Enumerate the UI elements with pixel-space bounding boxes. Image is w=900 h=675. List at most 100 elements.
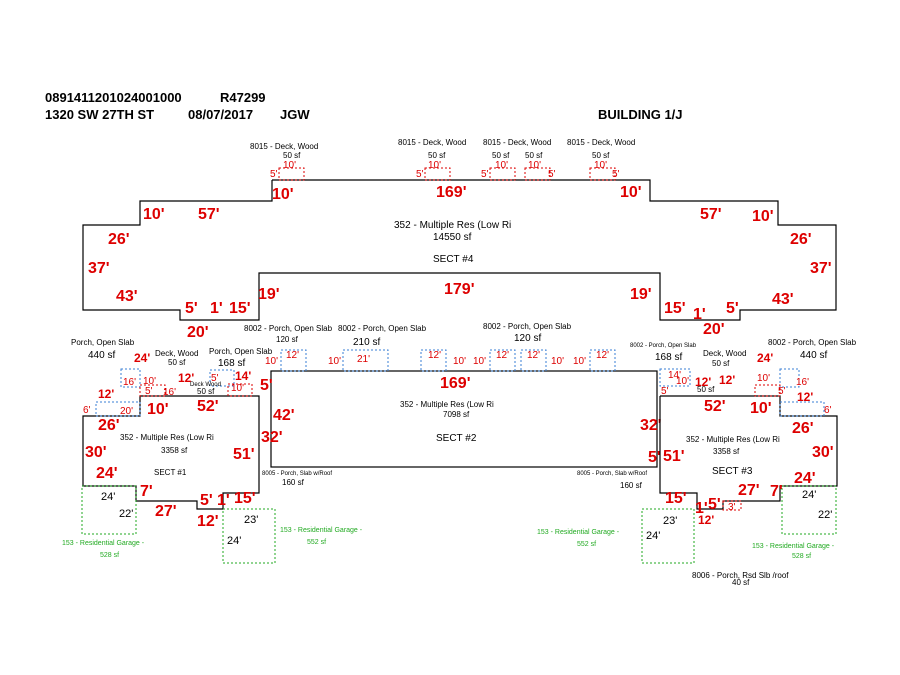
porch-mid-1-label: 8002 - Porch, Open Slab: [244, 324, 333, 333]
svg-text:52': 52': [704, 398, 726, 415]
dim-s4-bot-l20: 20': [187, 324, 209, 341]
svg-text:30': 30': [812, 444, 834, 461]
garage-left-2: [222, 508, 276, 564]
appraiser-initials: JGW: [280, 107, 310, 122]
dim-s2-r5: 5': [648, 449, 661, 466]
svg-text:10': 10': [594, 160, 607, 171]
s1-name: SECT #1: [154, 468, 187, 477]
porch-mid-2-area: 210 sf: [353, 337, 380, 348]
section-1-outline: [82, 395, 260, 510]
svg-text:27': 27': [155, 503, 177, 520]
svg-text:24': 24': [794, 470, 816, 487]
dim-s4-bot-l5: 5': [185, 300, 198, 317]
account-number: R47299: [220, 90, 266, 105]
section-2-outline: [270, 370, 658, 468]
svg-text:10': 10': [757, 373, 770, 384]
right-porch-area: 440 sf: [800, 350, 827, 361]
left-deck-area: 50 sf: [168, 358, 186, 367]
garage-right-2: [781, 485, 837, 535]
svg-text:24': 24': [802, 489, 816, 501]
svg-text:10': 10': [551, 356, 564, 367]
left-garage2-area: 552 sf: [307, 539, 326, 546]
porch-mid-1-area: 120 sf: [276, 335, 299, 344]
svg-text:10': 10': [328, 356, 341, 367]
dim-s4-bot-l1: 1': [210, 300, 223, 317]
deck-top-3-label: 8015 - Deck, Wood: [483, 138, 551, 147]
left-garage2-label: 153 - Residential Garage -: [280, 527, 363, 534]
porch-mid-5: [520, 349, 547, 372]
svg-text:5': 5': [481, 169, 489, 180]
svg-text:12': 12': [197, 513, 219, 530]
svg-text:5': 5': [708, 496, 721, 513]
porch-mid-3: [420, 349, 447, 372]
svg-text:26': 26': [98, 417, 120, 434]
dim-s2-l32: 32': [261, 429, 283, 446]
dim-s4-step-l1: 10': [143, 206, 165, 223]
dim-s2-top: 169': [440, 375, 471, 392]
svg-text:12': 12': [719, 373, 735, 387]
deck-top-3: [489, 167, 516, 181]
svg-text:10': 10': [428, 160, 441, 171]
deck-top-2: [424, 167, 451, 181]
svg-text:10': 10': [265, 356, 278, 367]
deck-top-1-area: 50 sf: [283, 151, 301, 160]
svg-text:10': 10': [573, 356, 586, 367]
deck-top-3b-area: 50 sf: [525, 151, 543, 160]
section-4-outline: [82, 179, 837, 321]
dim-s4-l43: 43': [116, 288, 138, 305]
svg-text:3': 3': [728, 502, 736, 513]
dim-s4-top-mid: 169': [436, 184, 467, 201]
svg-text:6': 6': [824, 405, 832, 416]
svg-text:20': 20': [120, 406, 133, 417]
porch-mid-3-label: 8002 - Porch, Open Slab: [483, 322, 572, 331]
deck-top-5: [589, 167, 616, 181]
svg-text:15': 15': [234, 490, 256, 507]
svg-text:7': 7': [140, 483, 153, 500]
right-garage1-label: 153 - Residential Garage -: [537, 529, 620, 536]
left-porch2-area: 168 sf: [218, 358, 245, 369]
porch-left-1: [120, 368, 141, 388]
svg-text:23': 23': [244, 514, 258, 526]
svg-text:12': 12': [527, 350, 540, 361]
porch-right-3: [659, 368, 691, 387]
right-deck-label: Deck, Wood: [703, 349, 746, 358]
right-porch-label: 8002 - Porch, Open Slab: [768, 338, 857, 347]
svg-text:51': 51': [663, 448, 685, 465]
svg-text:24': 24': [101, 491, 115, 503]
svg-text:21': 21': [357, 354, 370, 365]
porch-mid-3-area: 120 sf: [514, 333, 541, 344]
right-porch2-area: 168 sf: [655, 352, 682, 363]
dim-s4-bot-l19: 19': [258, 286, 280, 303]
porch-right-1: [779, 368, 800, 388]
dim-s4-bot-r15: 15': [664, 300, 686, 317]
svg-text:24': 24': [227, 535, 241, 547]
svg-text:10': 10': [750, 400, 772, 417]
svg-text:10': 10': [147, 401, 169, 418]
dim-s4-r26: 26': [790, 231, 812, 248]
s3-desc: 352 - Multiple Res (Low Ri: [686, 435, 780, 444]
s4-area: 14550 sf: [433, 232, 472, 243]
right-porch2-label: 8002 - Porch, Open Slab: [630, 343, 697, 349]
porch-mid-2-label: 8002 - Porch, Open Slab: [338, 324, 427, 333]
s1-area: 3358 sf: [161, 446, 188, 455]
svg-text:24': 24': [96, 465, 118, 482]
svg-text:15': 15': [665, 490, 687, 507]
svg-text:5': 5': [145, 386, 153, 397]
porch-left-3: [209, 369, 235, 387]
right-porch3-label: 8005 - Porch, Slab w/Roof: [577, 471, 647, 477]
svg-text:6': 6': [83, 405, 91, 416]
s3-area: 3358 sf: [713, 447, 740, 456]
svg-text:16': 16': [796, 377, 809, 388]
deck-left-1: [139, 384, 166, 397]
s1-desc: 352 - Multiple Res (Low Ri: [120, 433, 214, 442]
porch-mid-1: [280, 349, 307, 372]
left-garage1-area: 528 sf: [100, 552, 119, 559]
parcel-id: 0891411201024001000: [45, 90, 182, 105]
porch-left-2: [95, 401, 141, 417]
svg-text:52': 52': [197, 398, 219, 415]
svg-text:5': 5': [200, 492, 213, 509]
svg-text:7': 7': [770, 483, 783, 500]
sketch-date: 08/07/2017: [188, 107, 254, 122]
s2-name: SECT #2: [436, 433, 477, 444]
dim-s4-bot-l15: 15': [229, 300, 251, 317]
